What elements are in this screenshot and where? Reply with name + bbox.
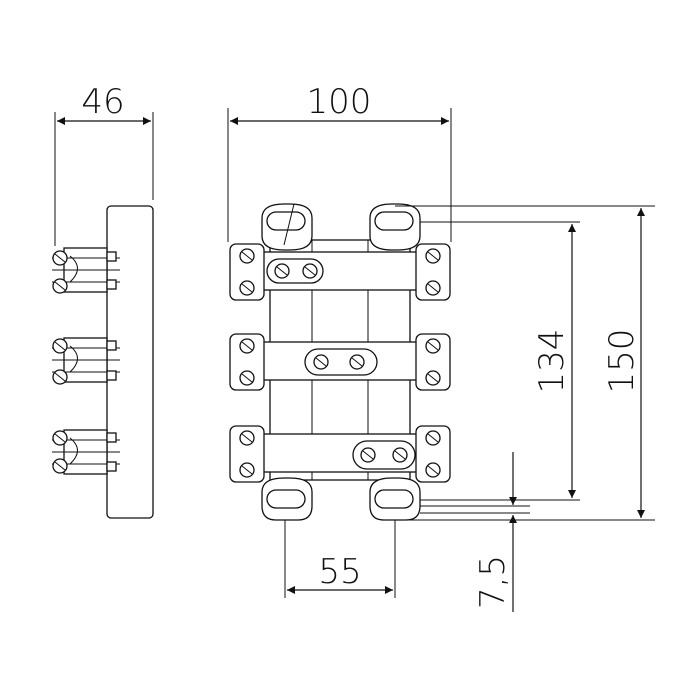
- bottom-right-slot-icon: [369, 477, 421, 521]
- top-left-slot-icon: [261, 203, 313, 251]
- screw-icon: [313, 354, 329, 370]
- screw-icon: [239, 248, 255, 264]
- screw-icon: [239, 462, 255, 478]
- screw-icon: [239, 370, 255, 386]
- screw-icon: [425, 430, 441, 446]
- side-terminal-1: [52, 247, 120, 294]
- front-view: 100: [227, 82, 655, 612]
- screw-icon: [425, 462, 441, 478]
- top-right-slot-icon: [369, 203, 421, 251]
- screw-icon: [425, 338, 441, 354]
- dim-150-label: 150: [602, 329, 642, 394]
- dim-100-label: 100: [307, 82, 372, 122]
- dim-134-label: 134: [532, 329, 572, 394]
- terminal-row-2: [229, 333, 451, 391]
- screw-icon: [360, 447, 376, 463]
- terminal-row-3: [229, 425, 451, 483]
- screw-icon: [239, 338, 255, 354]
- screw-icon: [302, 263, 318, 279]
- terminal-row-1: [229, 243, 451, 301]
- screw-icon: [425, 280, 441, 296]
- screw-icon: [52, 458, 68, 474]
- side-terminal-2: [52, 337, 120, 385]
- screw-icon: [52, 430, 68, 446]
- side-view: 46: [52, 82, 154, 519]
- dim-46-label: 46: [81, 82, 124, 122]
- screw-icon: [239, 430, 255, 446]
- dim-7-5-label: 7,5: [473, 555, 513, 609]
- screw-icon: [239, 280, 255, 296]
- dim-55-label: 55: [318, 552, 361, 592]
- bottom-left-slot-icon: [261, 477, 313, 521]
- screw-icon: [274, 263, 290, 279]
- screw-icon: [349, 354, 365, 370]
- screw-icon: [52, 369, 68, 385]
- screw-icon: [392, 447, 408, 463]
- screw-icon: [52, 338, 68, 354]
- screw-icon: [425, 370, 441, 386]
- side-terminal-3: [52, 429, 120, 475]
- screw-icon: [52, 250, 68, 266]
- screw-icon: [52, 278, 68, 294]
- screw-icon: [425, 248, 441, 264]
